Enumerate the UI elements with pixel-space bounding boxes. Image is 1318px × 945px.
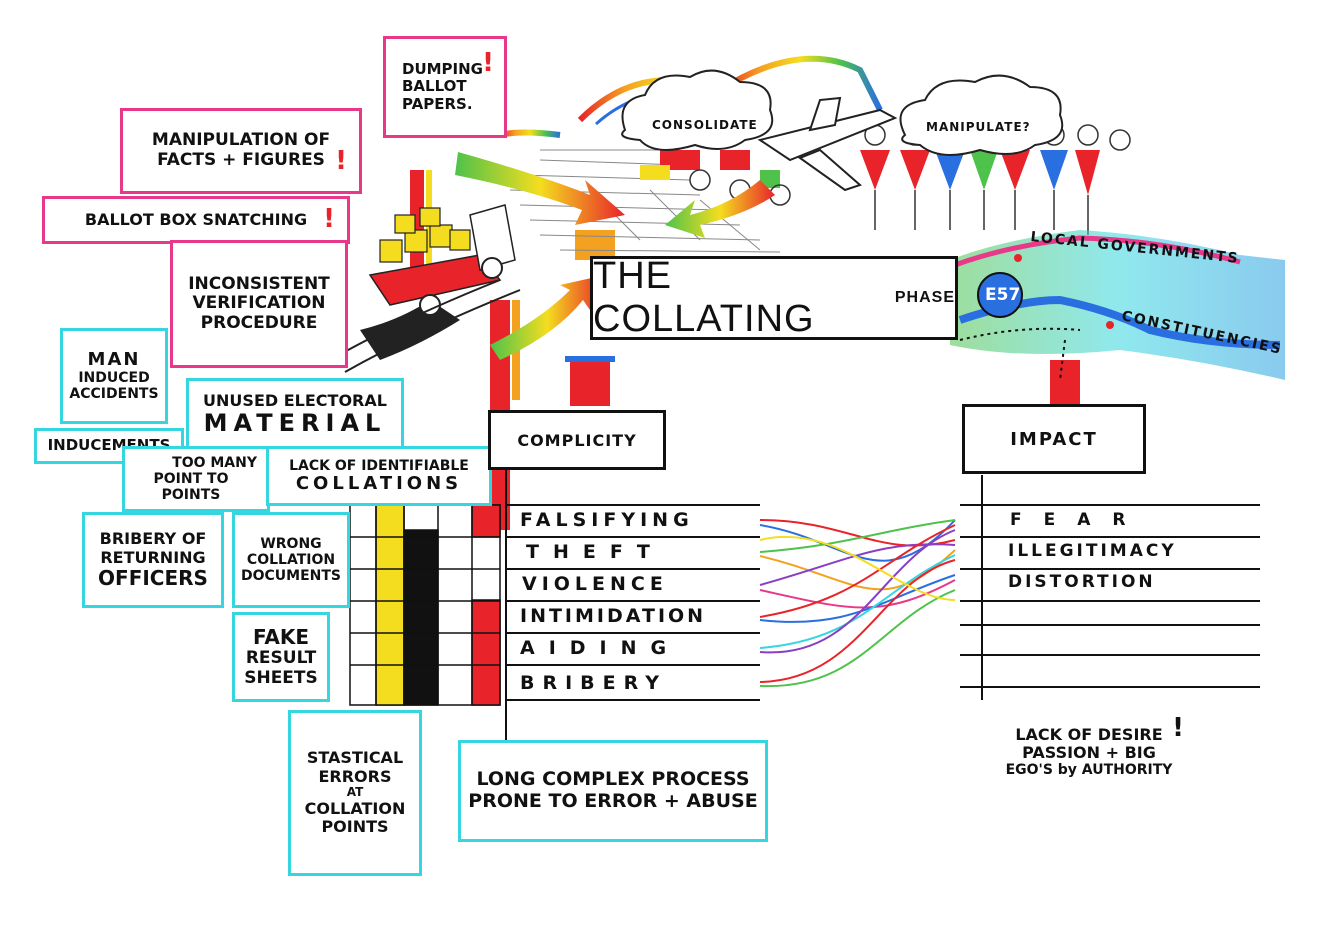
dumping-ballot-papers-note: DUMPING BALLOT PAPERS. ! (383, 36, 507, 138)
complicity-row: AIDING (520, 637, 681, 659)
impact-row: FEAR (1010, 510, 1148, 530)
arrows (455, 152, 775, 360)
impact-header: IMPACT (962, 404, 1146, 474)
long-complex-process-note: LONG COMPLEX PROCESS PRONE TO ERROR + AB… (458, 740, 768, 842)
exclamation-mark: ! (323, 204, 335, 234)
inconsistent-verification-note: INCONSISTENT VERIFICATION PROCEDURE (170, 240, 348, 368)
impact-lines (960, 475, 1260, 700)
manipulation-facts-note: MANIPULATION OF FACTS + FIGURES ! (120, 108, 362, 194)
consolidate-label: CONSOLIDATE (652, 118, 758, 132)
airplane-icon (757, 96, 898, 192)
consolidate-cloud (621, 69, 774, 151)
complicity-grid (349, 504, 501, 706)
complicity-row: FALSIFYING (520, 509, 694, 531)
connection-curves (759, 519, 956, 688)
complicity-lines (505, 470, 760, 740)
exclamation-mark: ! (1172, 713, 1184, 743)
lack-of-desire-note: LACK OF DESIRE PASSION + BIG EGO'S by AU… (1005, 713, 1184, 779)
manipulate-cloud (899, 74, 1064, 156)
manipulate-label: MANIPULATE? (926, 120, 1031, 134)
wrong-collation-documents-note: WRONG COLLATION DOCUMENTS (232, 512, 350, 608)
exclamation-mark: ! (335, 146, 347, 176)
man-induced-accidents-note: MAN INDUCED ACCIDENTS (60, 328, 168, 424)
map-badge: E57 (985, 285, 1021, 305)
title-main: THE COLLATING (593, 255, 815, 340)
ballot-box-snatching-note: BALLOT BOX SNATCHING ! (42, 196, 350, 244)
title-suffix: PHASE (894, 289, 955, 306)
complicity-row: VIOLENCE (522, 573, 668, 595)
complicity-row: BRIBERY (520, 672, 667, 694)
statistical-errors-note: STASTICAL ERRORS AT COLLATION POINTS (288, 710, 422, 876)
unused-electoral-material-note: UNUSED ELECTORAL MATERIAL (186, 378, 404, 452)
exclamation-mark: ! (482, 48, 494, 78)
complicity-row: THEFT (526, 541, 664, 563)
too-many-points-note: TOO MANY POINT TO POINTS (122, 446, 270, 512)
truck-icon (329, 204, 521, 373)
fake-result-sheets-note: FAKE RESULT SHEETS (232, 612, 330, 702)
bribery-returning-officers-note: BRIBERY OF RETURNING OFFICERS (82, 512, 224, 608)
constituency-map (950, 230, 1285, 381)
impact-row: DISTORTION (1008, 572, 1156, 592)
complicity-row: INTIMIDATION (520, 605, 707, 627)
complicity-header: COMPLICITY (488, 410, 666, 470)
page-title: THE COLLATING PHASE (590, 255, 958, 340)
lack-identifiable-collations-note: LACK OF IDENTIFIABLE COLLATIONS (266, 446, 492, 506)
impact-row: ILLEGITIMACY (1008, 541, 1177, 561)
